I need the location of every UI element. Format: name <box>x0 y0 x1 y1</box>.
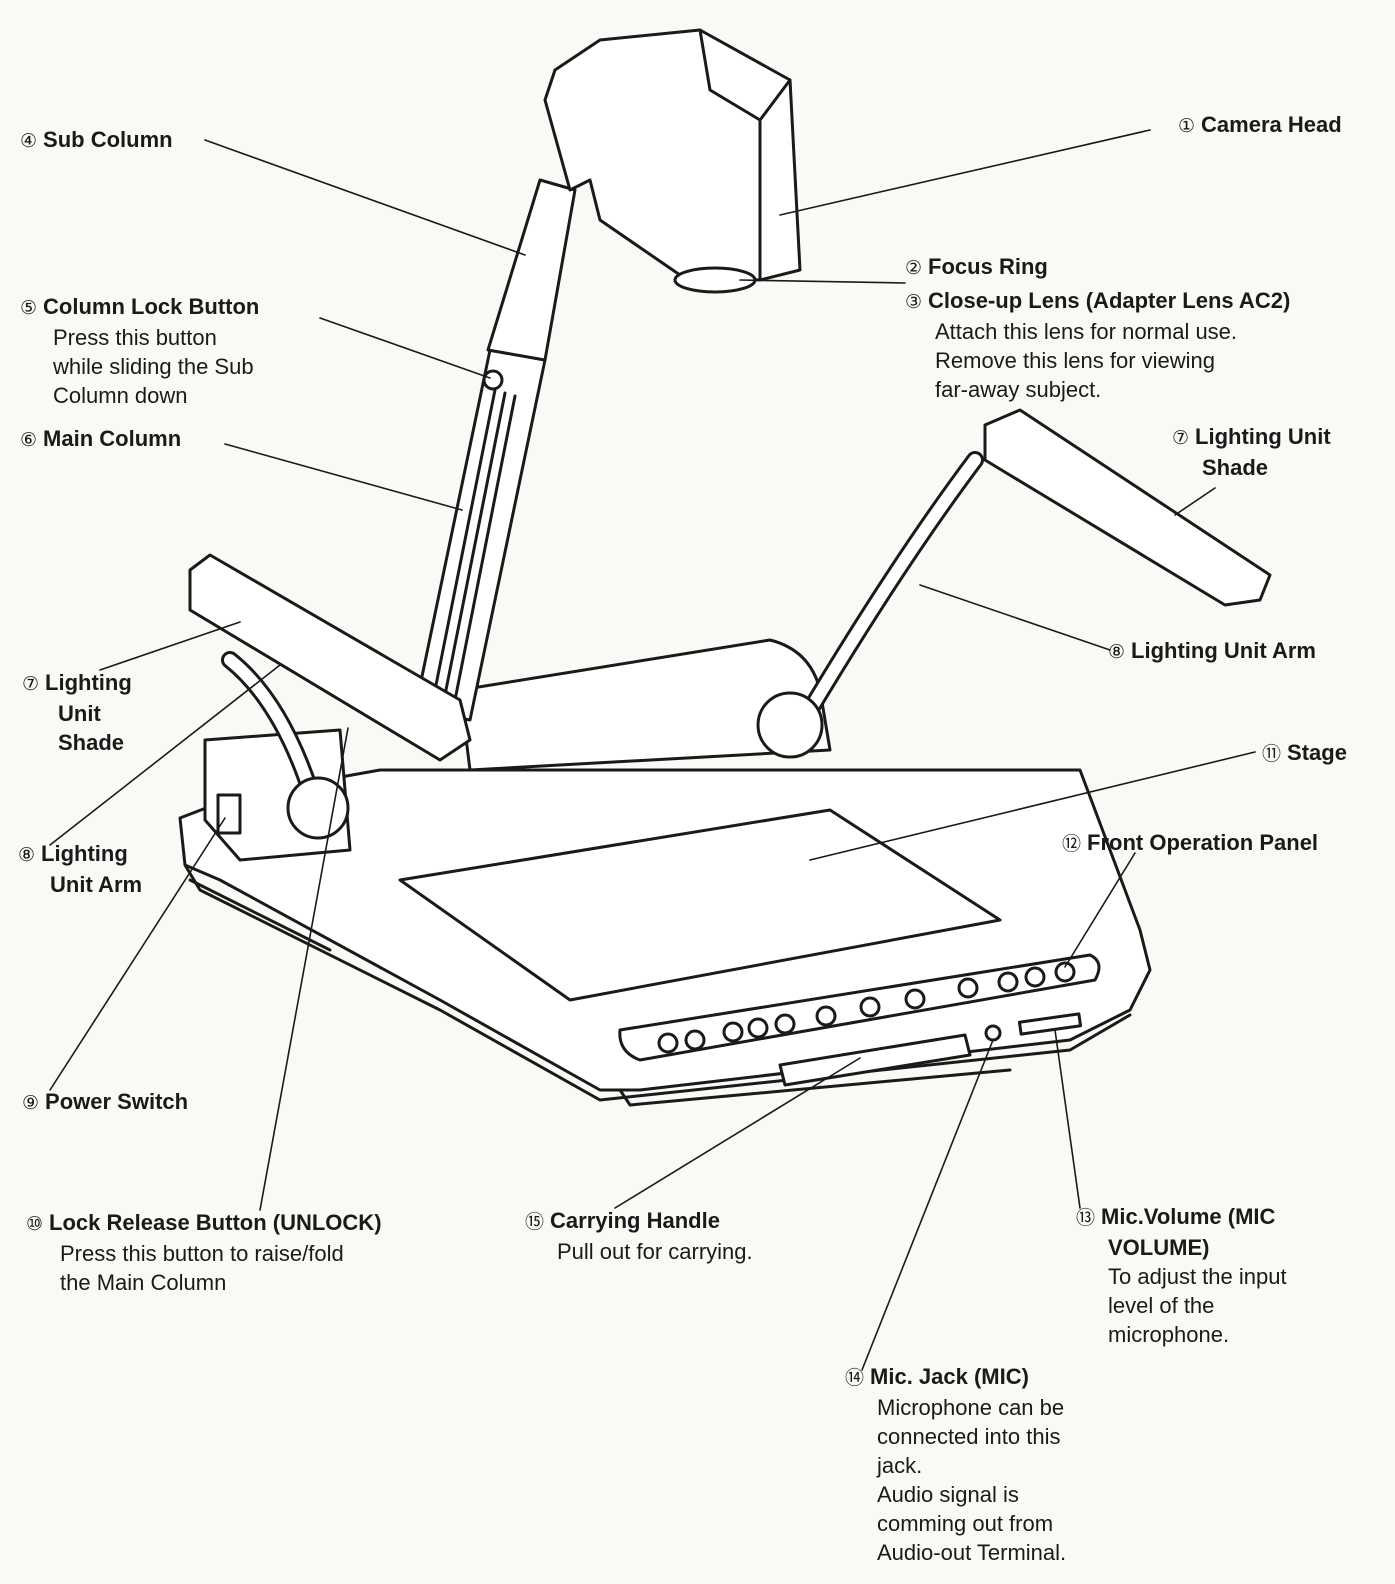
power-switch-part <box>216 793 242 835</box>
camera-head-part <box>543 28 802 294</box>
mic-volume-slot <box>1017 1012 1083 1036</box>
sub-column-part <box>486 178 577 362</box>
carrying-handle <box>778 1033 972 1087</box>
leader-lines <box>49 129 1256 1371</box>
rear-housing <box>458 638 832 772</box>
stage-surface <box>398 808 1002 1002</box>
front-operation-panel <box>618 953 1101 1062</box>
right-lighting-unit <box>756 408 1272 759</box>
left-lighting-unit <box>188 553 472 840</box>
column-lock-button <box>482 369 504 391</box>
main-column-part <box>413 348 547 722</box>
